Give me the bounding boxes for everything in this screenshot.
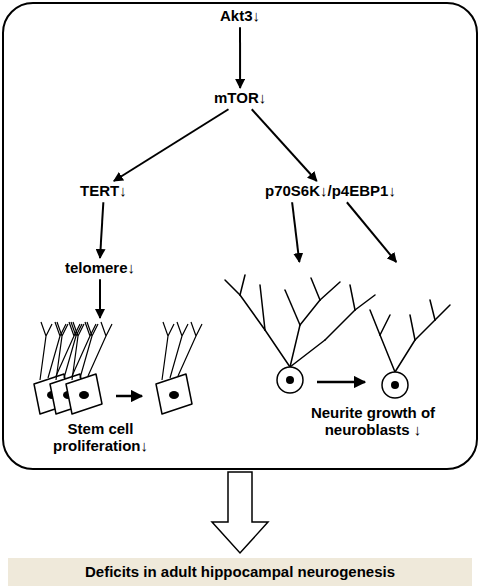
gene-label: p70S6K↓/p4EBP1↓	[262, 181, 399, 200]
stem-cell	[156, 322, 202, 414]
dendrite-tree	[370, 300, 450, 372]
neuron-body	[382, 372, 408, 398]
gene-label: TERT↓	[77, 181, 130, 200]
outcome-band: Deficits in adult hippocampal neurogenes…	[8, 558, 472, 586]
node-text: Neurite growth of neuroblasts ↓	[307, 404, 439, 439]
outer-frame	[3, 3, 477, 469]
node-text: TERT↓	[77, 181, 130, 200]
stem-cell-panel: Stem cell proliferation↓	[30, 318, 205, 455]
neuroblast-illustration	[205, 270, 460, 402]
node-text: mTOR↓	[211, 88, 269, 107]
stem-cell	[66, 322, 112, 414]
outcome-text: Deficits in adult hippocampal neurogenes…	[85, 563, 395, 580]
hollow-arrow	[212, 472, 268, 553]
node-text: Akt3↓	[217, 6, 263, 25]
pathway-arrow	[292, 202, 299, 262]
node-text: p70S6K↓/p4EBP1↓	[262, 181, 399, 200]
dendrite-tree	[225, 275, 375, 367]
pathway-arrow	[99, 279, 101, 318]
stem-cell-illustration	[30, 318, 205, 420]
gene-label: mTOR↓	[211, 88, 269, 107]
process-label: telomere↓	[62, 258, 138, 277]
node-text: telomere↓	[62, 258, 138, 277]
neuroblast-panel: Neurite growth of neuroblasts ↓	[205, 262, 460, 439]
change-arrow	[317, 381, 365, 384]
neuron-body	[277, 367, 303, 393]
pathway-arrow	[347, 202, 396, 262]
pathway-arrow	[239, 27, 241, 88]
pathway-arrow	[100, 202, 103, 258]
gene-label: Akt3↓	[217, 6, 263, 25]
change-arrow	[116, 395, 142, 398]
node-text: Stem cell proliferation↓	[38, 420, 163, 455]
pathway-arrow	[114, 109, 229, 181]
pathway-arrow	[252, 109, 317, 181]
